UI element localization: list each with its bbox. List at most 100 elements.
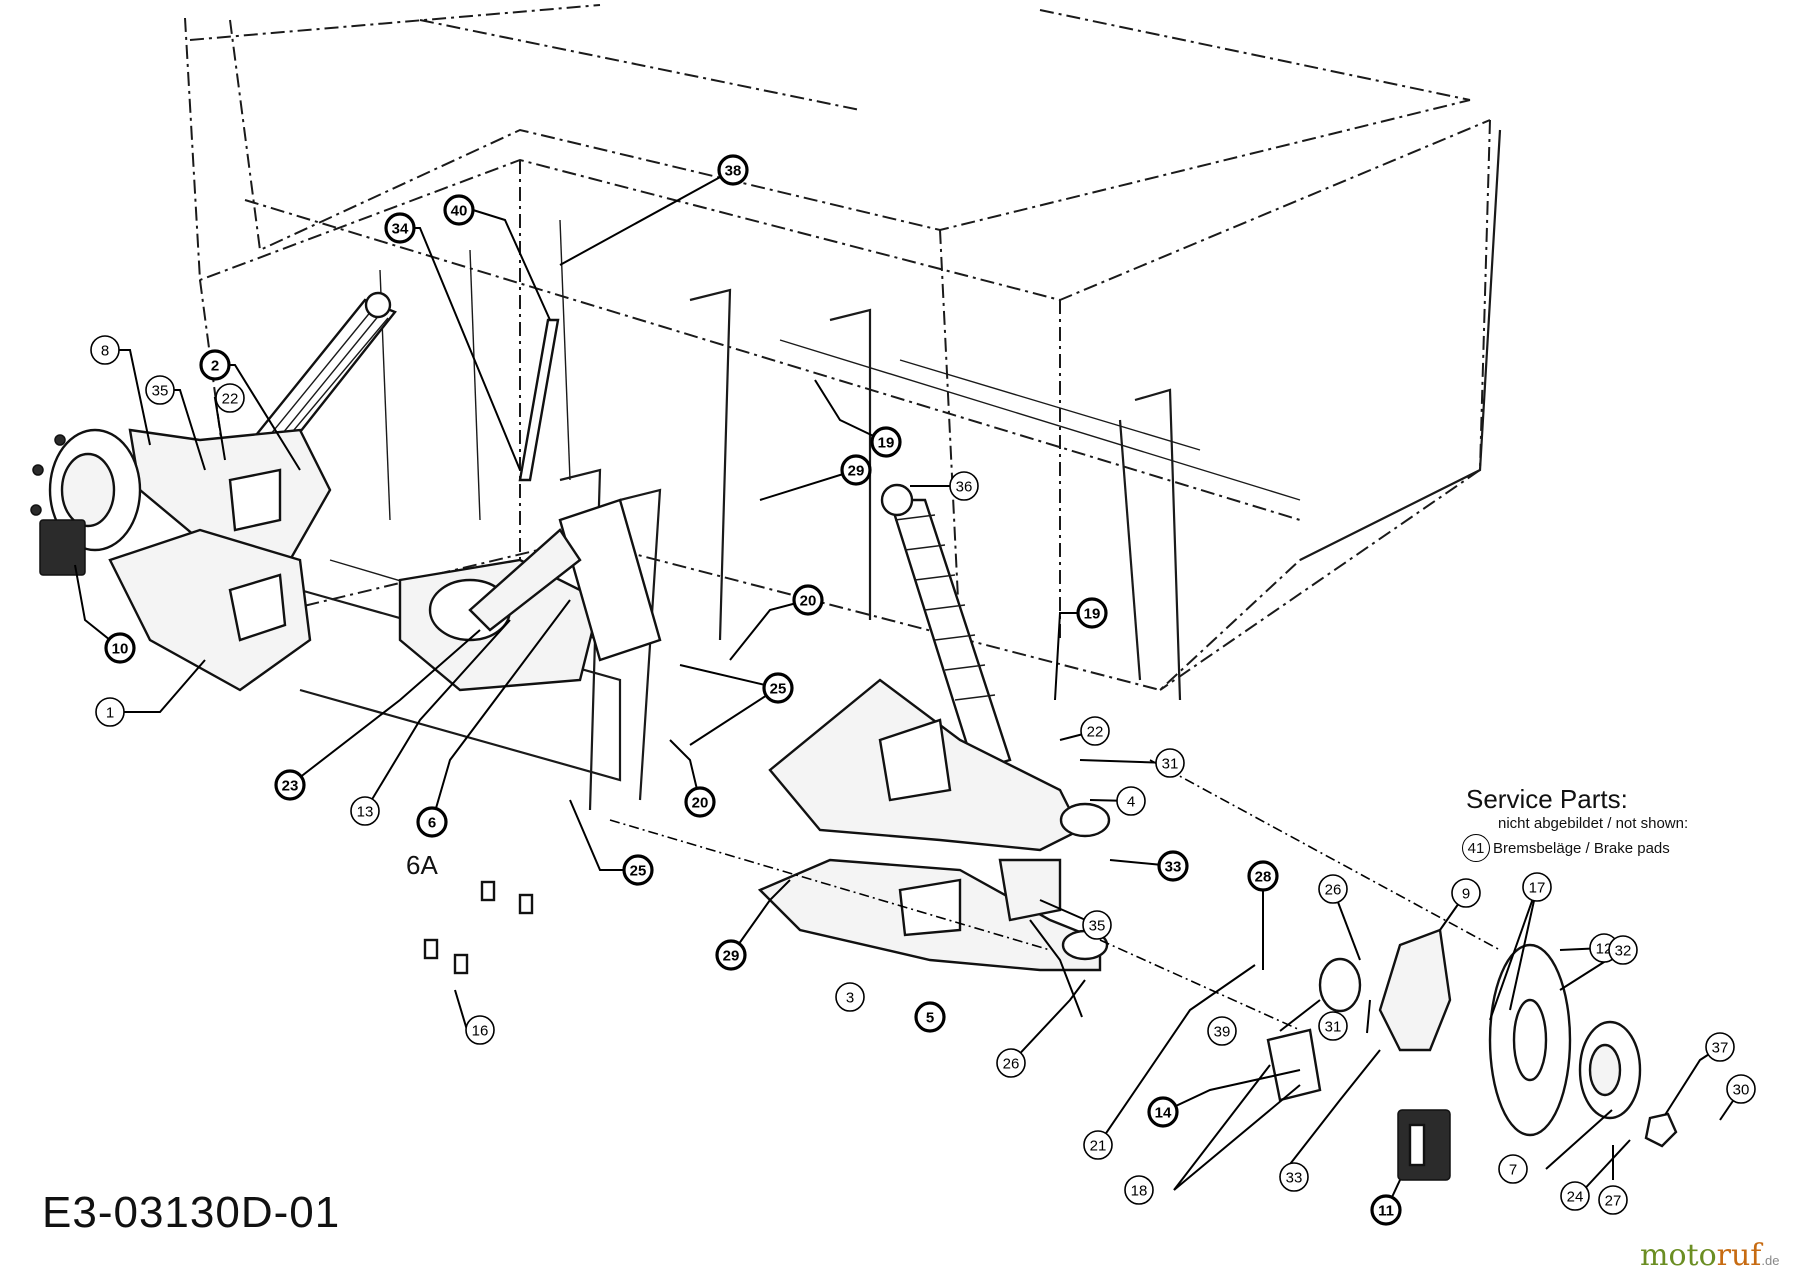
callout-number: 10 [112, 641, 129, 658]
callout-number: 16 [472, 1023, 489, 1040]
callout-number: 2 [211, 358, 219, 375]
callout-33: 33 [1157, 850, 1189, 882]
watermark-part-c: .de [1761, 1253, 1780, 1268]
callout-number: 9 [1462, 886, 1470, 903]
brake-caliper [1397, 1109, 1451, 1181]
callout-circle [384, 212, 416, 244]
callout-number: 7 [1509, 1162, 1517, 1179]
callout-circle [835, 982, 865, 1012]
callout-37: 37 [1705, 1032, 1735, 1062]
callout-35: 35 [1082, 910, 1112, 940]
callout-19: 19 [1076, 597, 1108, 629]
callout-number: 22 [222, 391, 239, 408]
callout-number: 25 [770, 681, 787, 698]
callout-number: 31 [1325, 1019, 1342, 1036]
callout-number: 37 [1712, 1040, 1729, 1057]
callout-number: 38 [725, 163, 742, 180]
callout-circle [1560, 1181, 1590, 1211]
callout-circle [104, 632, 136, 664]
callout-number: 28 [1255, 869, 1272, 886]
callout-circle [1318, 1011, 1348, 1041]
callout-circle [1080, 716, 1110, 746]
callout-number: 35 [152, 383, 169, 400]
callout-circle [840, 454, 872, 486]
callout-number: 20 [692, 795, 709, 812]
callout-circle [715, 939, 747, 971]
callout-circle [1598, 1185, 1628, 1215]
callout-circle [1498, 1154, 1528, 1184]
axle-nut [1644, 1112, 1678, 1148]
callout-19: 19 [870, 426, 902, 458]
callout-20: 20 [684, 786, 716, 818]
callout-number: 8 [101, 343, 109, 360]
callout-circle [717, 154, 749, 186]
callout-circle [1207, 1016, 1237, 1046]
callout-number: 31 [1162, 756, 1179, 773]
callout-20: 20 [792, 584, 824, 616]
callout-number: 11 [1378, 1203, 1394, 1220]
callout-number: 26 [1003, 1056, 1020, 1073]
callout-number: 5 [926, 1010, 934, 1027]
bracket [1266, 1028, 1322, 1102]
callout-circle [996, 1048, 1026, 1078]
callout-14: 14 [1147, 1096, 1179, 1128]
wheel-hub [1578, 1020, 1642, 1120]
service-parts-item: 41 Bremsbeläge / Brake pads [1462, 834, 1688, 862]
callout-22: 22 [215, 383, 245, 413]
callout-8: 8 [90, 335, 120, 365]
callout-18: 18 [1124, 1175, 1154, 1205]
callout-28: 28 [1247, 860, 1279, 892]
callout-number: 22 [1087, 724, 1104, 741]
callout-circle [443, 194, 475, 226]
callout-number: 34 [392, 221, 409, 238]
callout-circle [622, 854, 654, 886]
callout-number: 25 [630, 863, 647, 880]
callout-circle [90, 335, 120, 365]
service-item-number: 41 [1462, 834, 1490, 862]
callout-number: 27 [1605, 1193, 1622, 1210]
watermark-part-a: moto [1640, 1238, 1717, 1273]
callout-number: 19 [878, 435, 895, 452]
service-parts-title: Service Parts: [1466, 784, 1628, 814]
callout-30: 30 [1726, 1074, 1756, 1104]
callout-number: 29 [848, 463, 865, 480]
watermark-logo: motoruf.de [1640, 1238, 1779, 1273]
left-hub-brake [30, 428, 142, 576]
callout-35: 35 [145, 375, 175, 405]
callout-number: 21 [1090, 1138, 1107, 1155]
callout-10: 10 [104, 632, 136, 664]
left-lower-a-arm [108, 528, 312, 692]
callout-circle [1124, 1175, 1154, 1205]
callout-36: 36 [949, 471, 979, 501]
callout-circle [350, 796, 380, 826]
callout-circle [1318, 874, 1348, 904]
callout-22: 22 [1080, 716, 1110, 746]
callout-circle [1157, 850, 1189, 882]
callout-circle [416, 806, 448, 838]
callout-23: 23 [274, 769, 306, 801]
callout-11: 11 [1370, 1194, 1402, 1226]
callout-7: 7 [1498, 1154, 1528, 1184]
callout-32: 32 [1608, 935, 1638, 965]
leader-lines [74, 169, 1742, 1211]
service-parts-note: nicht abgebildet / not shown: [1498, 815, 1689, 832]
callout-circle [1083, 1130, 1113, 1160]
callout-26: 26 [1318, 874, 1348, 904]
vehicle-frame-outline [184, 4, 1502, 811]
right-shock-absorber [880, 483, 1012, 772]
callout-number: 33 [1286, 1170, 1303, 1187]
callout-number: 30 [1733, 1082, 1750, 1099]
drawing-code: E3-03130D-01 [42, 1188, 341, 1237]
callout-number: 14 [1155, 1105, 1172, 1122]
callout-16: 16 [465, 1015, 495, 1045]
callout-3: 3 [835, 982, 865, 1012]
callout-circle [1370, 1194, 1402, 1226]
callout-number: 39 [1214, 1024, 1231, 1041]
callout-number: 26 [1325, 882, 1342, 899]
callout-circle [870, 426, 902, 458]
callout-number: 23 [282, 778, 299, 795]
callout-number: 1 [106, 705, 114, 722]
bushing [1318, 957, 1362, 1013]
